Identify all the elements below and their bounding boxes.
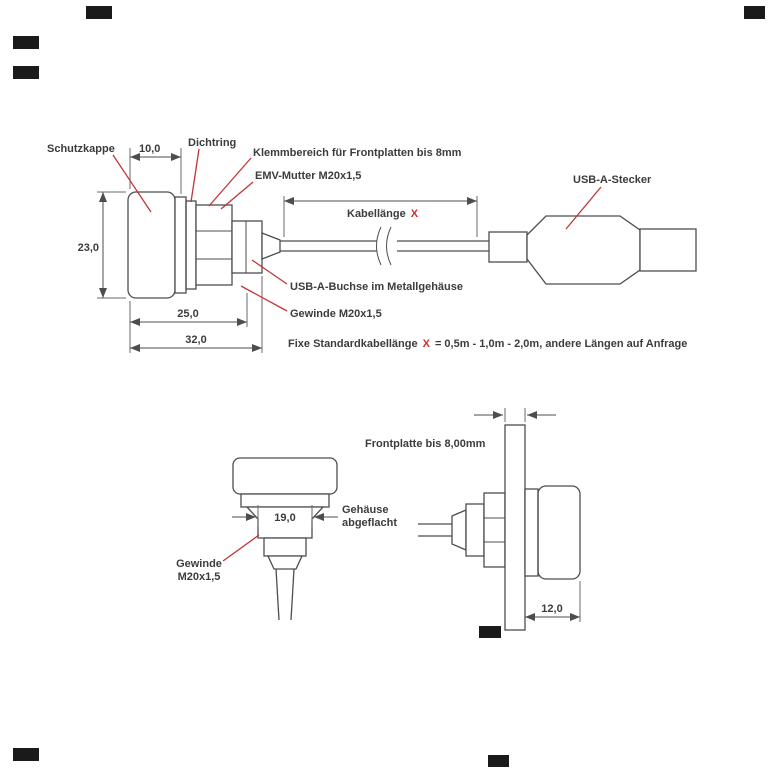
front-plate [504, 424, 526, 631]
dim-23: 23,0 [78, 191, 126, 299]
cable [280, 240, 489, 252]
registration-mark [13, 36, 39, 49]
leader-emv-mutter [220, 181, 254, 210]
label-gehaeuse-line1: Gehäuse [342, 504, 388, 516]
dim-32: 32,0 [130, 276, 263, 353]
dim-25: 25,0 [129, 293, 248, 353]
leader-schutzkappe [112, 154, 152, 213]
cable-break-marks [376, 226, 392, 266]
label-gewinde-top: Gewinde M20x1,5 [290, 308, 382, 320]
dim-10: 10,0 [129, 143, 182, 194]
protective-cap-side [537, 485, 581, 580]
bottom-right-view: Frontplatte bis 8,00mm 12,0 [365, 408, 581, 631]
protective-cap-front [232, 457, 338, 495]
leader-klemmbereich [208, 157, 252, 207]
usb-plug-overmold [526, 215, 641, 285]
leader-gewinde [240, 285, 288, 312]
leader-gewinde-bottom [222, 534, 260, 562]
cable-left [418, 523, 452, 537]
body-side [465, 503, 485, 557]
bottom-left-view: 19,0 Gehäuse abgeflacht Gewinde M20x1,5 [176, 457, 397, 621]
usb-plug-metal-shell [639, 228, 697, 272]
cable-boot [261, 232, 281, 260]
dim-12-value: 12,0 [541, 603, 562, 615]
label-gewinde-line1: Gewinde [176, 558, 222, 570]
registration-mark [86, 6, 112, 19]
registration-mark [479, 626, 501, 638]
label-emv-mutter: EMV-Mutter M20x1,5 [255, 170, 361, 182]
leader-dichtring [190, 148, 200, 203]
cable-stub [275, 568, 295, 621]
registration-marks [13, 6, 765, 767]
plate-thickness-pointers [474, 408, 556, 422]
washer [174, 196, 187, 294]
cable-length-x: X [411, 208, 419, 220]
registration-mark [13, 66, 39, 79]
dim-32-value: 32,0 [185, 334, 206, 346]
dim-23-value: 23,0 [78, 242, 99, 254]
note-x: X [423, 338, 431, 350]
label-dichtring: Dichtring [188, 137, 236, 149]
dim-12: 12,0 [525, 581, 581, 622]
label-frontplatte: Frontplatte bis 8,00mm [365, 438, 486, 450]
emv-nut [195, 204, 233, 286]
registration-mark [13, 748, 39, 761]
collar [240, 493, 330, 508]
dim-10-value: 10,0 [139, 143, 160, 155]
dim-25-value: 25,0 [177, 308, 198, 320]
cable-boot-front [266, 555, 304, 570]
seal-ring [185, 200, 197, 290]
connector-body [231, 220, 263, 274]
label-schutzkappe: Schutzkappe [47, 143, 115, 155]
strain-relief [488, 231, 528, 263]
dim-19: 19,0 [232, 505, 338, 527]
label-klemmbereich: Klemmbereich für Frontplatten bis 8mm [253, 147, 462, 159]
cable-boot-side [451, 509, 467, 551]
label-usb-a-stecker: USB-A-Stecker [573, 174, 652, 186]
housing-step [263, 537, 307, 557]
registration-mark [488, 755, 509, 767]
protective-cap [127, 191, 176, 299]
washer-side [524, 488, 539, 577]
nut-side [483, 492, 506, 568]
leader-usb-a-stecker [565, 186, 602, 230]
label-gewinde-line2: M20x1,5 [178, 571, 221, 583]
label-gehaeuse-line2: abgeflacht [342, 517, 397, 529]
leader-usb-buchse [251, 259, 288, 285]
label-usb-buchse: USB-A-Buchse im Metallgehäuse [290, 281, 463, 293]
dim-19-value: 19,0 [274, 512, 295, 524]
registration-mark [744, 6, 765, 19]
